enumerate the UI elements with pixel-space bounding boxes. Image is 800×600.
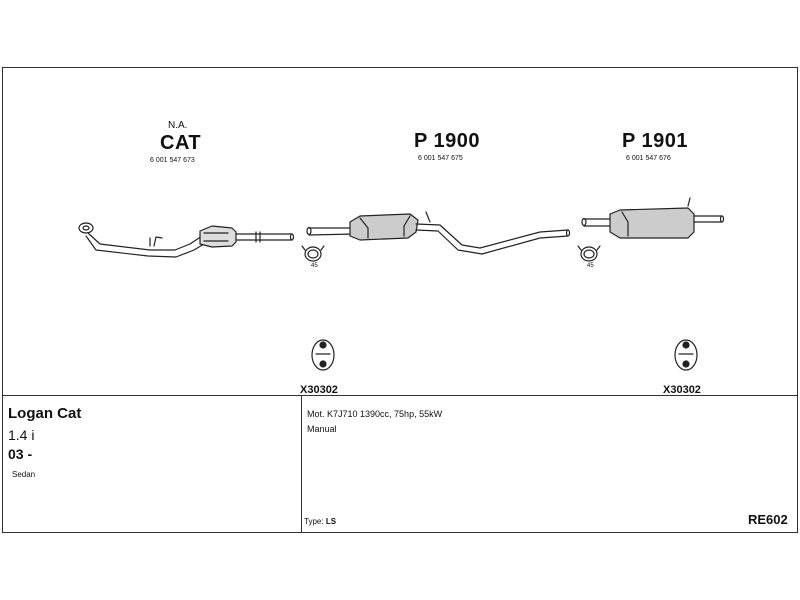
clamp-right-label: 45	[587, 263, 594, 269]
cat-name: CAT	[160, 132, 202, 154]
cat-part-number: 6 001 547 673	[150, 157, 195, 164]
vehicle-body: Sedan	[12, 470, 36, 479]
clamp-left-label: 45	[311, 263, 318, 269]
cat-top-label: N.A.	[168, 120, 188, 131]
engine-spec: Mot. K7J710 1390cc, 75hp, 55kW	[307, 409, 443, 419]
divider-horizontal	[3, 395, 797, 396]
vehicle-year: 03 -	[8, 446, 33, 462]
rubber-mount-right	[674, 339, 698, 371]
vehicle-engine-size: 1.4 i	[8, 427, 35, 443]
divider-vertical	[301, 395, 302, 533]
rubber-mount-left	[311, 339, 335, 371]
type-value: LS	[325, 517, 337, 526]
clamp-ring-right	[577, 245, 601, 262]
front-pipe-cat-drawing	[78, 222, 295, 258]
diagram-code: RE602	[748, 512, 788, 527]
p1900-name: P 1900	[414, 130, 481, 152]
p1901-part-number: 6 001 547 676	[626, 155, 671, 162]
diagram-frame	[2, 67, 798, 533]
p1901-name: P 1901	[622, 130, 689, 152]
rear-muffler-drawing	[581, 197, 725, 239]
middle-muffler-drawing	[306, 211, 571, 255]
mount-left-code: X30302	[300, 384, 338, 396]
p1900-part-number: 6 001 547 675	[418, 155, 463, 162]
type-label: Type:	[304, 517, 324, 526]
type-row: Type: LS	[304, 517, 336, 526]
clamp-ring-left	[301, 245, 325, 262]
transmission-spec: Manual	[307, 424, 337, 434]
vehicle-model: Logan Cat	[8, 405, 82, 422]
mount-right-code: X30302	[663, 384, 701, 396]
